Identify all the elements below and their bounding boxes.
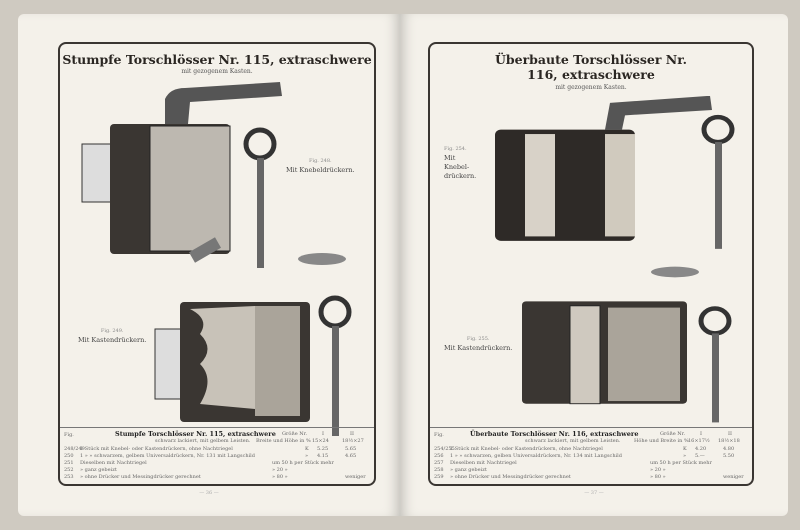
right-title: Überbaute Torschlösser Nr. 116, extrasch… xyxy=(495,52,687,82)
table-cell-price: » 20 » xyxy=(650,467,666,473)
table-cell-fig: 257 xyxy=(434,460,444,466)
table-cell-text: 1 » » schwarzem, gelbem Universaldrücker… xyxy=(80,453,255,459)
price-table-left: Fig. Stumpfe Torschlösser Nr. 115, extra… xyxy=(60,427,374,484)
table-cell-fig: 253 xyxy=(64,474,74,480)
table-cell-price: weniger xyxy=(723,474,744,480)
table-cell-unit: » xyxy=(305,453,309,459)
table-cell-text: Dieselben mit Nachtriegel xyxy=(80,460,147,466)
table-cell-price: um 50 h per Stück mehr xyxy=(650,460,712,466)
table-cell-price: 4.80 xyxy=(723,446,735,452)
lock-drawing-fig-255 xyxy=(522,266,732,423)
table-cell-text: » ohne Drücker und Messingdrücker gerech… xyxy=(80,474,201,480)
left-page: Stumpfe Torschlösser Nr. 115, extraschwe… xyxy=(18,14,400,516)
table-cell-price: » 80 » xyxy=(650,474,666,480)
price-table-right: Fig. Überbaute Torschlösser Nr. 116, ext… xyxy=(430,427,752,484)
left-page-number: — 36 — xyxy=(199,490,219,496)
table-cell-text: » ohne Drücker und Messingdrücker gerech… xyxy=(450,474,571,480)
right-page-number: — 37 — xyxy=(584,490,604,496)
table-cell-price: » 80 » xyxy=(272,474,288,480)
left-title: Stumpfe Torschlösser Nr. 115, extraschwe… xyxy=(62,52,372,67)
fig-255-caption: Fig. 255.Mit Kastendrückern. xyxy=(444,336,513,352)
lock-drawing-fig-249 xyxy=(154,253,352,436)
table-cell-fig: 248/249 xyxy=(64,446,85,452)
right-page: Überbaute Torschlösser Nr. 116, extrasch… xyxy=(400,14,788,516)
left-subtitle: mit gezogenem Kasten. xyxy=(181,68,253,75)
table-cell-unit: » xyxy=(683,453,687,459)
table-cell-price: 4.65 xyxy=(345,453,357,459)
table-cell-text: Dieselben mit Nachtriegel xyxy=(450,460,517,466)
table-cell-unit: K xyxy=(305,446,309,452)
table-cell-price: 5.— xyxy=(695,453,705,459)
lock-illustrations-right xyxy=(495,96,735,423)
table-cell-fig: 256 xyxy=(434,453,444,459)
table-cell-text: 1 Stück mit Knebel- oder Kastendrückern,… xyxy=(450,446,603,452)
table-cell-fig: 258 xyxy=(434,467,444,473)
table-cell-price: um 50 h per Stück mehr xyxy=(272,460,334,466)
right-frame: Überbaute Torschlösser Nr. 116, extrasch… xyxy=(428,42,754,486)
table-cell-price: 4.15 xyxy=(317,453,329,459)
lock-drawing-fig-248 xyxy=(81,82,282,268)
table-cell-fig: 259 xyxy=(434,474,444,480)
table-cell-fig: 250 xyxy=(64,453,74,459)
lock-illustrations-left xyxy=(81,82,352,436)
fig-254-caption: Fig. 254.Mit Knebel-drückern. xyxy=(444,146,477,180)
fig-248-caption: Fig. 248.Mit Knebeldrückern. xyxy=(286,158,355,174)
table-cell-unit: K xyxy=(683,446,687,452)
left-frame: Stumpfe Torschlösser Nr. 115, extraschwe… xyxy=(58,42,376,486)
table-cell-price: 5.25 xyxy=(317,446,329,452)
table-cell-fig: 254/255 xyxy=(434,446,455,452)
table-cell-text: » ganz gebeizt xyxy=(80,467,117,473)
table-cell-price: » 20 » xyxy=(272,467,288,473)
lock-drawing-fig-254 xyxy=(495,96,735,249)
right-subtitle: mit gezogenem Kasten. xyxy=(555,84,627,91)
table-cell-text: 1 » » schwarzen, gelben Universaldrücker… xyxy=(450,453,622,459)
table-cell-text: » ganz gebeizt xyxy=(450,467,487,473)
table-cell-price: 4.20 xyxy=(695,446,707,452)
table-cell-price: weniger xyxy=(345,474,366,480)
table-cell-price: 5.50 xyxy=(723,453,735,459)
table-cell-price: 5.65 xyxy=(345,446,357,452)
table-cell-fig: 251 xyxy=(64,460,74,466)
fig-249-caption: Fig. 249.Mit Kastendrückern. xyxy=(78,328,147,344)
table-cell-fig: 252 xyxy=(64,467,74,473)
table-cell-text: 1 Stück mit Knebel- oder Kastendrückern,… xyxy=(80,446,233,452)
